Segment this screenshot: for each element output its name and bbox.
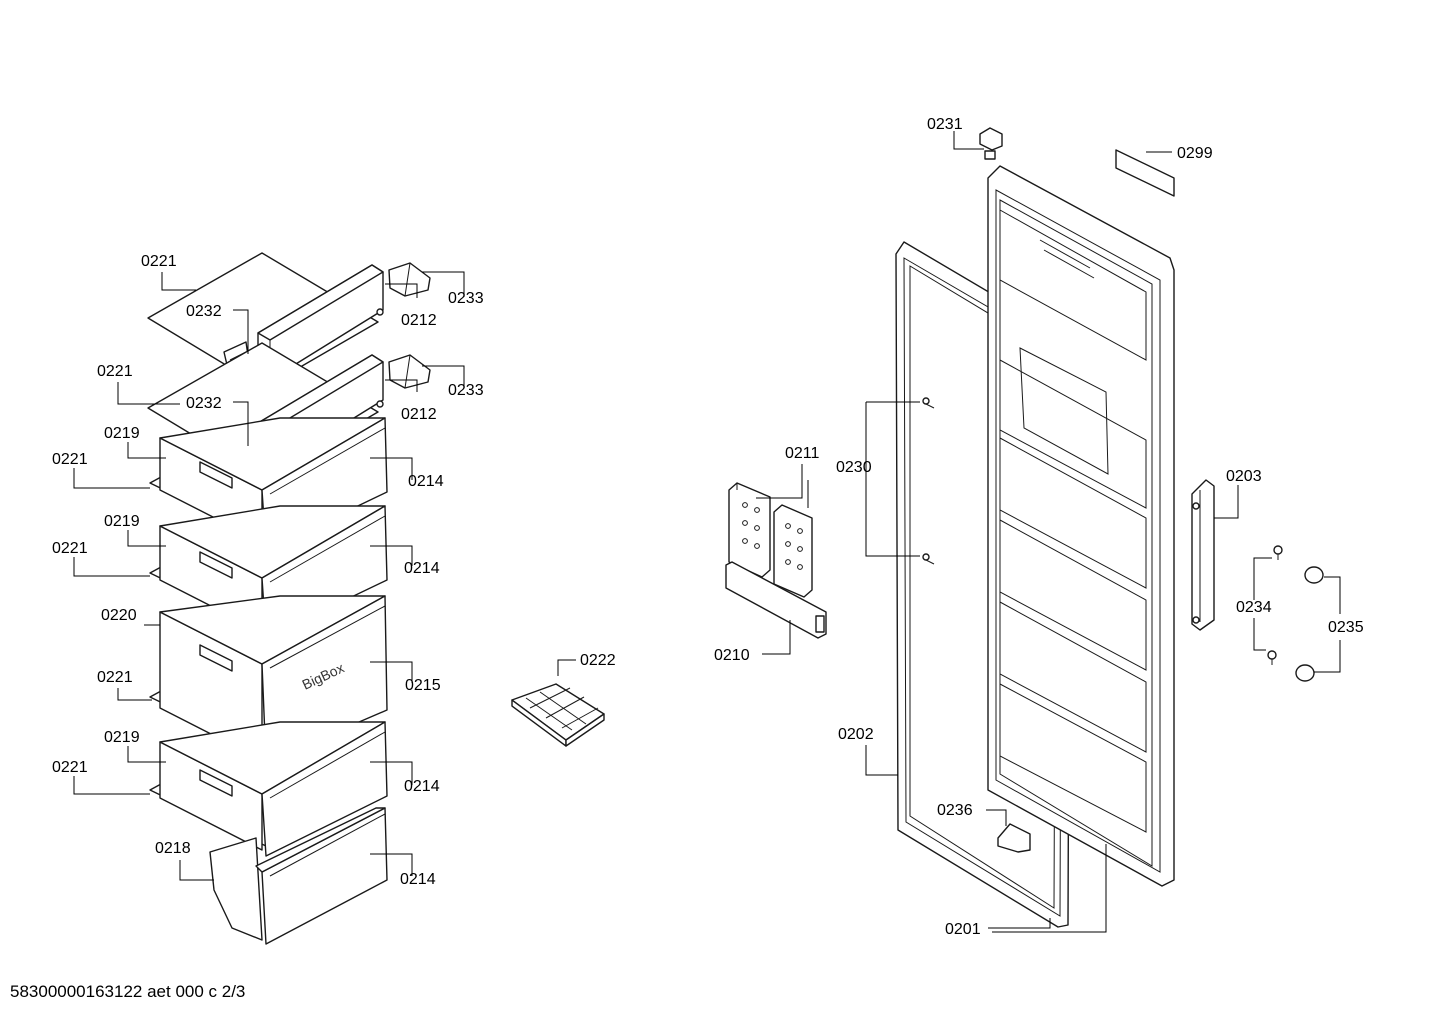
gasket-screw-upper (922, 397, 935, 409)
callout-0231-hinge-cap: 0231 (927, 116, 963, 133)
callout-0234-handle-screws: 0234 (1236, 599, 1272, 616)
callout-0221-shelf-3: 0221 (52, 451, 88, 468)
hinge-cap-top (979, 127, 1003, 160)
handle-screw-lower (1267, 650, 1277, 665)
cold-pack-rear (728, 482, 771, 578)
callout-0212-second-flap: 0212 (401, 406, 437, 423)
bottom-drawer (209, 807, 388, 945)
callout-labels: 0221 0232 0233 0212 0221 0232 0233 0212 … (52, 116, 1364, 938)
door-panel (987, 165, 1175, 887)
callout-0214-bottom-front: 0214 (400, 871, 436, 888)
callout-0221-top-shelf: 0221 (141, 253, 177, 270)
callout-0214-drawer-3-front: 0214 (404, 778, 440, 795)
cold-pack-front (773, 504, 813, 598)
freezer-drawer-3 (149, 721, 388, 857)
callout-0221-second-shelf: 0221 (97, 363, 133, 380)
callout-0221-shelf-5: 0221 (97, 669, 133, 686)
callout-0212-top-flap: 0212 (401, 312, 437, 329)
callout-0215-bigbox-front: 0215 (405, 677, 441, 694)
callout-0233-second-hinge: 0233 (448, 382, 484, 399)
callout-0203-handle: 0203 (1226, 468, 1262, 485)
callout-0235-screw-covers: 0235 (1328, 619, 1364, 636)
door-stop-block (997, 823, 1031, 853)
callout-0219-drawer-2: 0219 (104, 513, 140, 530)
gasket-screw-lower (922, 553, 935, 565)
door-handle (1191, 479, 1215, 631)
callout-0219-drawer-3: 0219 (104, 729, 140, 746)
callout-0202-gasket: 0202 (838, 726, 874, 743)
callout-0210-cold-pack-holder: 0210 (714, 647, 750, 664)
callout-0218-bottom-drawer: 0218 (155, 840, 191, 857)
callout-0233-top-hinge: 0233 (448, 290, 484, 307)
callout-0221-shelf-4: 0221 (52, 540, 88, 557)
callout-0299-label: 0299 (1177, 145, 1213, 162)
rating-label (1115, 149, 1175, 197)
callout-0230-screws: 0230 (836, 459, 872, 476)
handle-screw-upper (1273, 545, 1283, 560)
screw-cover-upper (1304, 566, 1324, 584)
screw-cover-lower (1295, 664, 1315, 682)
callout-0214-drawer-1-front: 0214 (408, 473, 444, 490)
leader-lines (73, 131, 1341, 933)
ice-cube-tray (511, 683, 605, 747)
callout-0232-top-bracket: 0232 (186, 303, 222, 320)
callout-0236-stop-block: 0236 (937, 802, 973, 819)
callout-0232-second-bracket: 0232 (186, 395, 222, 412)
callout-0201-door: 0201 (945, 921, 981, 938)
document-code: 58300000163122 aet 000 c 2/3 (10, 982, 246, 1001)
callout-0214-drawer-2-front: 0214 (404, 560, 440, 577)
cold-pack-holder (725, 561, 827, 639)
callout-0219-drawer-1: 0219 (104, 425, 140, 442)
callout-0221-shelf-6: 0221 (52, 759, 88, 776)
flap-hinge-top (388, 262, 431, 297)
callout-0220-bigbox: 0220 (101, 607, 137, 624)
flap-hinge-second (388, 354, 431, 389)
callout-0222-ice-tray: 0222 (580, 652, 616, 669)
callout-0211-cold-pack: 0211 (785, 445, 820, 462)
